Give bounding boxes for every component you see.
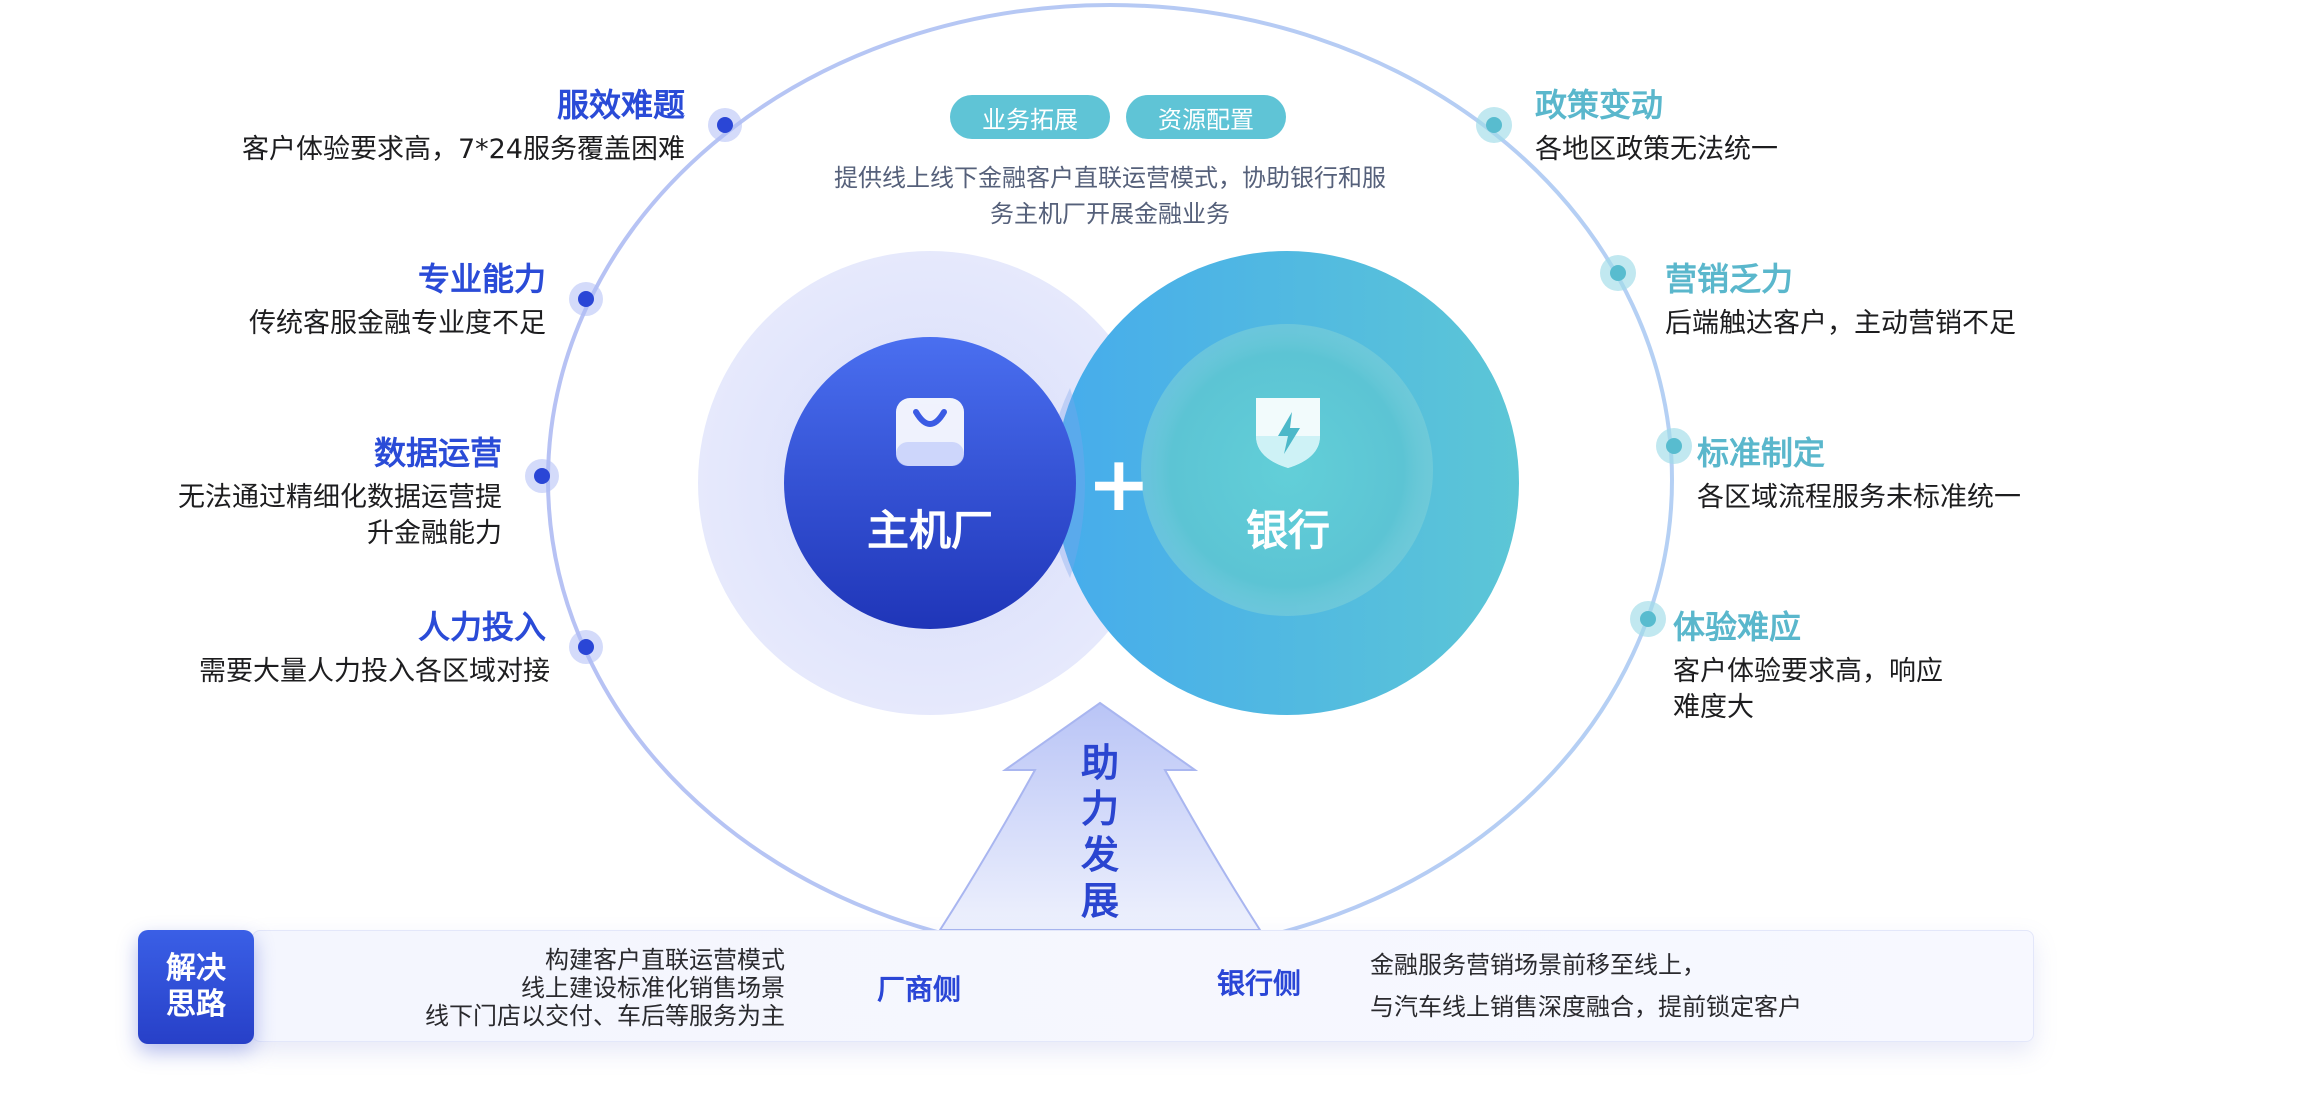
right-item-title: 营销乏力 bbox=[1665, 260, 1794, 298]
left-item-dot bbox=[569, 282, 603, 316]
manufacturer-line-3: 线下门店以交付、车后等服务为主 bbox=[425, 1002, 785, 1030]
arrow-text: 助 力 发 展 bbox=[1077, 740, 1123, 924]
right-item-title: 体验难应 bbox=[1673, 608, 1802, 646]
arrow-char-4: 展 bbox=[1080, 879, 1119, 923]
right-item-desc: 客户体验要求高，响应 bbox=[1673, 656, 1943, 687]
shopping-bag-icon bbox=[896, 398, 964, 466]
left-item-title: 服效难题 bbox=[556, 86, 685, 124]
left-item-desc: 升金融能力 bbox=[367, 518, 502, 549]
bank-side-label: 银行侧 bbox=[1217, 967, 1302, 1000]
solution-badge: 解决 思路 bbox=[138, 930, 254, 1044]
manufacturer-solution-text: 构建客户直联运营模式 线上建设标准化销售场景 线下门店以交付、车后等服务为主 bbox=[425, 946, 785, 1030]
solution-badge-line-2: 思路 bbox=[166, 987, 226, 1022]
left-item-desc: 客户体验要求高，7*24服务覆盖困难 bbox=[241, 134, 685, 165]
bank-line-2: 与汽车线上销售深度融合，提前锁定客户 bbox=[1370, 993, 1802, 1021]
left-item-dot bbox=[525, 459, 559, 493]
left-item-desc: 无法通过精细化数据运营提 bbox=[178, 482, 502, 513]
left-item-title: 数据运营 bbox=[373, 434, 502, 472]
left-item-title: 专业能力 bbox=[417, 260, 546, 298]
right-item-dot bbox=[1630, 601, 1666, 637]
arrow-char-3: 发 bbox=[1080, 833, 1119, 877]
manufacturer-side-label: 厂商侧 bbox=[877, 973, 962, 1006]
left-item-dot bbox=[569, 630, 603, 664]
left-item-title: 人力投入 bbox=[417, 608, 546, 646]
right-item-desc: 后端触达客户，主动营销不足 bbox=[1665, 308, 2016, 339]
bank-label: 银行 bbox=[1245, 506, 1330, 555]
lightning-shield-icon bbox=[1256, 398, 1320, 468]
manufacturer-line-1: 构建客户直联运营模式 bbox=[545, 946, 785, 974]
left-item-dot bbox=[708, 108, 742, 142]
pill-business-expansion: 业务拓展 bbox=[950, 95, 1110, 139]
right-item-dot bbox=[1600, 255, 1636, 291]
plus-sign: + bbox=[1087, 439, 1151, 528]
arrow-char-2: 力 bbox=[1080, 787, 1119, 831]
right-item-dot bbox=[1476, 107, 1512, 143]
bank-line-1: 金融服务营销场景前移至线上， bbox=[1370, 951, 1706, 979]
solution-bar bbox=[252, 930, 2034, 1042]
left-item-desc: 传统客服金融专业度不足 bbox=[249, 308, 546, 339]
right-item-desc: 各区域流程服务未标准统一 bbox=[1697, 482, 2021, 513]
bank-inner-circle bbox=[1141, 324, 1433, 616]
right-item-title: 标准制定 bbox=[1697, 434, 1826, 472]
manufacturer-label: 主机厂 bbox=[866, 506, 993, 555]
manufacturer-circle bbox=[784, 337, 1076, 629]
top-description-line-1: 提供线上线下金融客户直联运营模式，协助银行和服 bbox=[834, 164, 1386, 192]
right-item-title: 政策变动 bbox=[1535, 86, 1664, 124]
top-description: 提供线上线下金融客户直联运营模式，协助银行和服 务主机厂开展金融业务 bbox=[800, 160, 1420, 232]
solution-badge-line-1: 解决 bbox=[166, 951, 226, 986]
top-description-line-2: 务主机厂开展金融业务 bbox=[990, 200, 1230, 228]
left-item-desc: 需要大量人力投入各区域对接 bbox=[199, 656, 550, 687]
pill-resource-allocation: 资源配置 bbox=[1126, 95, 1286, 139]
manufacturer-line-2: 线上建设标准化销售场景 bbox=[521, 974, 785, 1002]
arrow-char-1: 助 bbox=[1080, 741, 1119, 785]
right-item-desc: 难度大 bbox=[1673, 692, 1754, 723]
right-item-dot bbox=[1656, 428, 1692, 464]
right-item-desc: 各地区政策无法统一 bbox=[1535, 134, 1778, 165]
bank-solution-text: 金融服务营销场景前移至线上， 与汽车线上销售深度融合，提前锁定客户 bbox=[1370, 944, 1802, 1028]
